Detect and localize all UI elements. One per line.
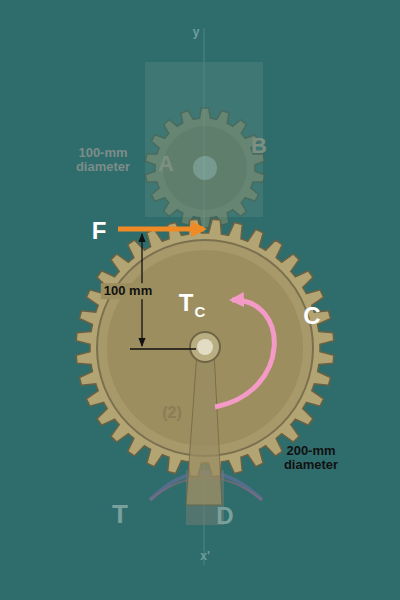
gear-label: B (251, 134, 267, 157)
torque-label: T (112, 501, 128, 528)
force-arrow (118, 227, 204, 232)
gear-label: A (158, 152, 174, 175)
gear-teeth (145, 108, 264, 228)
shaft (186, 352, 222, 505)
gear-label: C (303, 303, 320, 328)
diameter-label: 100-mm diameter (63, 146, 143, 173)
dimension-label: 100 mm (101, 283, 155, 299)
torque-subscript: C (195, 304, 206, 320)
hub-bore (197, 339, 213, 355)
gear-face (163, 126, 247, 210)
gear-label: D (216, 503, 233, 528)
force-label: F (92, 218, 107, 243)
hub (190, 332, 220, 362)
axis-label: y (193, 26, 200, 39)
hub (193, 156, 217, 180)
extension-line (130, 348, 196, 349)
torque-arrow (215, 300, 274, 407)
axis-label: x' (200, 550, 210, 563)
gear-b (145, 108, 264, 228)
torque-label: T (179, 290, 194, 315)
diameter-label: 200-mm diameter (270, 444, 352, 471)
shaft-number: (2) (162, 405, 182, 422)
